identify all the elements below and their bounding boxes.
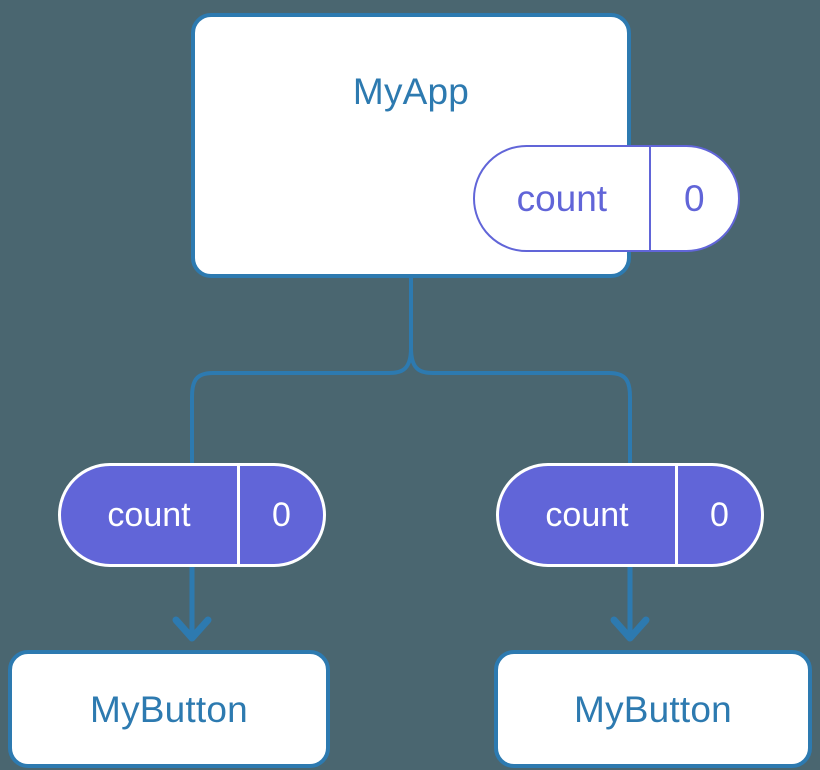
props-pill-left[interactable]: count 0 [58, 463, 326, 567]
component-title-mybutton-left: MyButton [90, 688, 248, 730]
component-box-myapp[interactable]: MyApp count 0 [191, 13, 740, 278]
props-pill-left-key: count [107, 496, 191, 534]
edge-fork-left [190, 347, 413, 463]
state-pill-count[interactable]: count 0 [473, 145, 740, 252]
edge-fork-right [409, 347, 632, 463]
props-pill-left-value: 0 [237, 466, 323, 564]
component-box-mybutton-left[interactable]: MyButton [8, 650, 330, 768]
arrow-right-head-icon [610, 616, 650, 642]
state-pill-value: 0 [648, 147, 738, 250]
props-pill-right-value: 0 [675, 466, 761, 564]
component-box-mybutton-right[interactable]: MyButton [494, 650, 812, 768]
props-pill-right-key: count [545, 496, 629, 534]
component-title-myapp: MyApp [352, 71, 470, 112]
state-pill-key: count [516, 178, 608, 219]
arrow-left-head-icon [172, 616, 212, 642]
props-pill-right[interactable]: count 0 [496, 463, 764, 567]
component-title-mybutton-right: MyButton [574, 688, 732, 730]
